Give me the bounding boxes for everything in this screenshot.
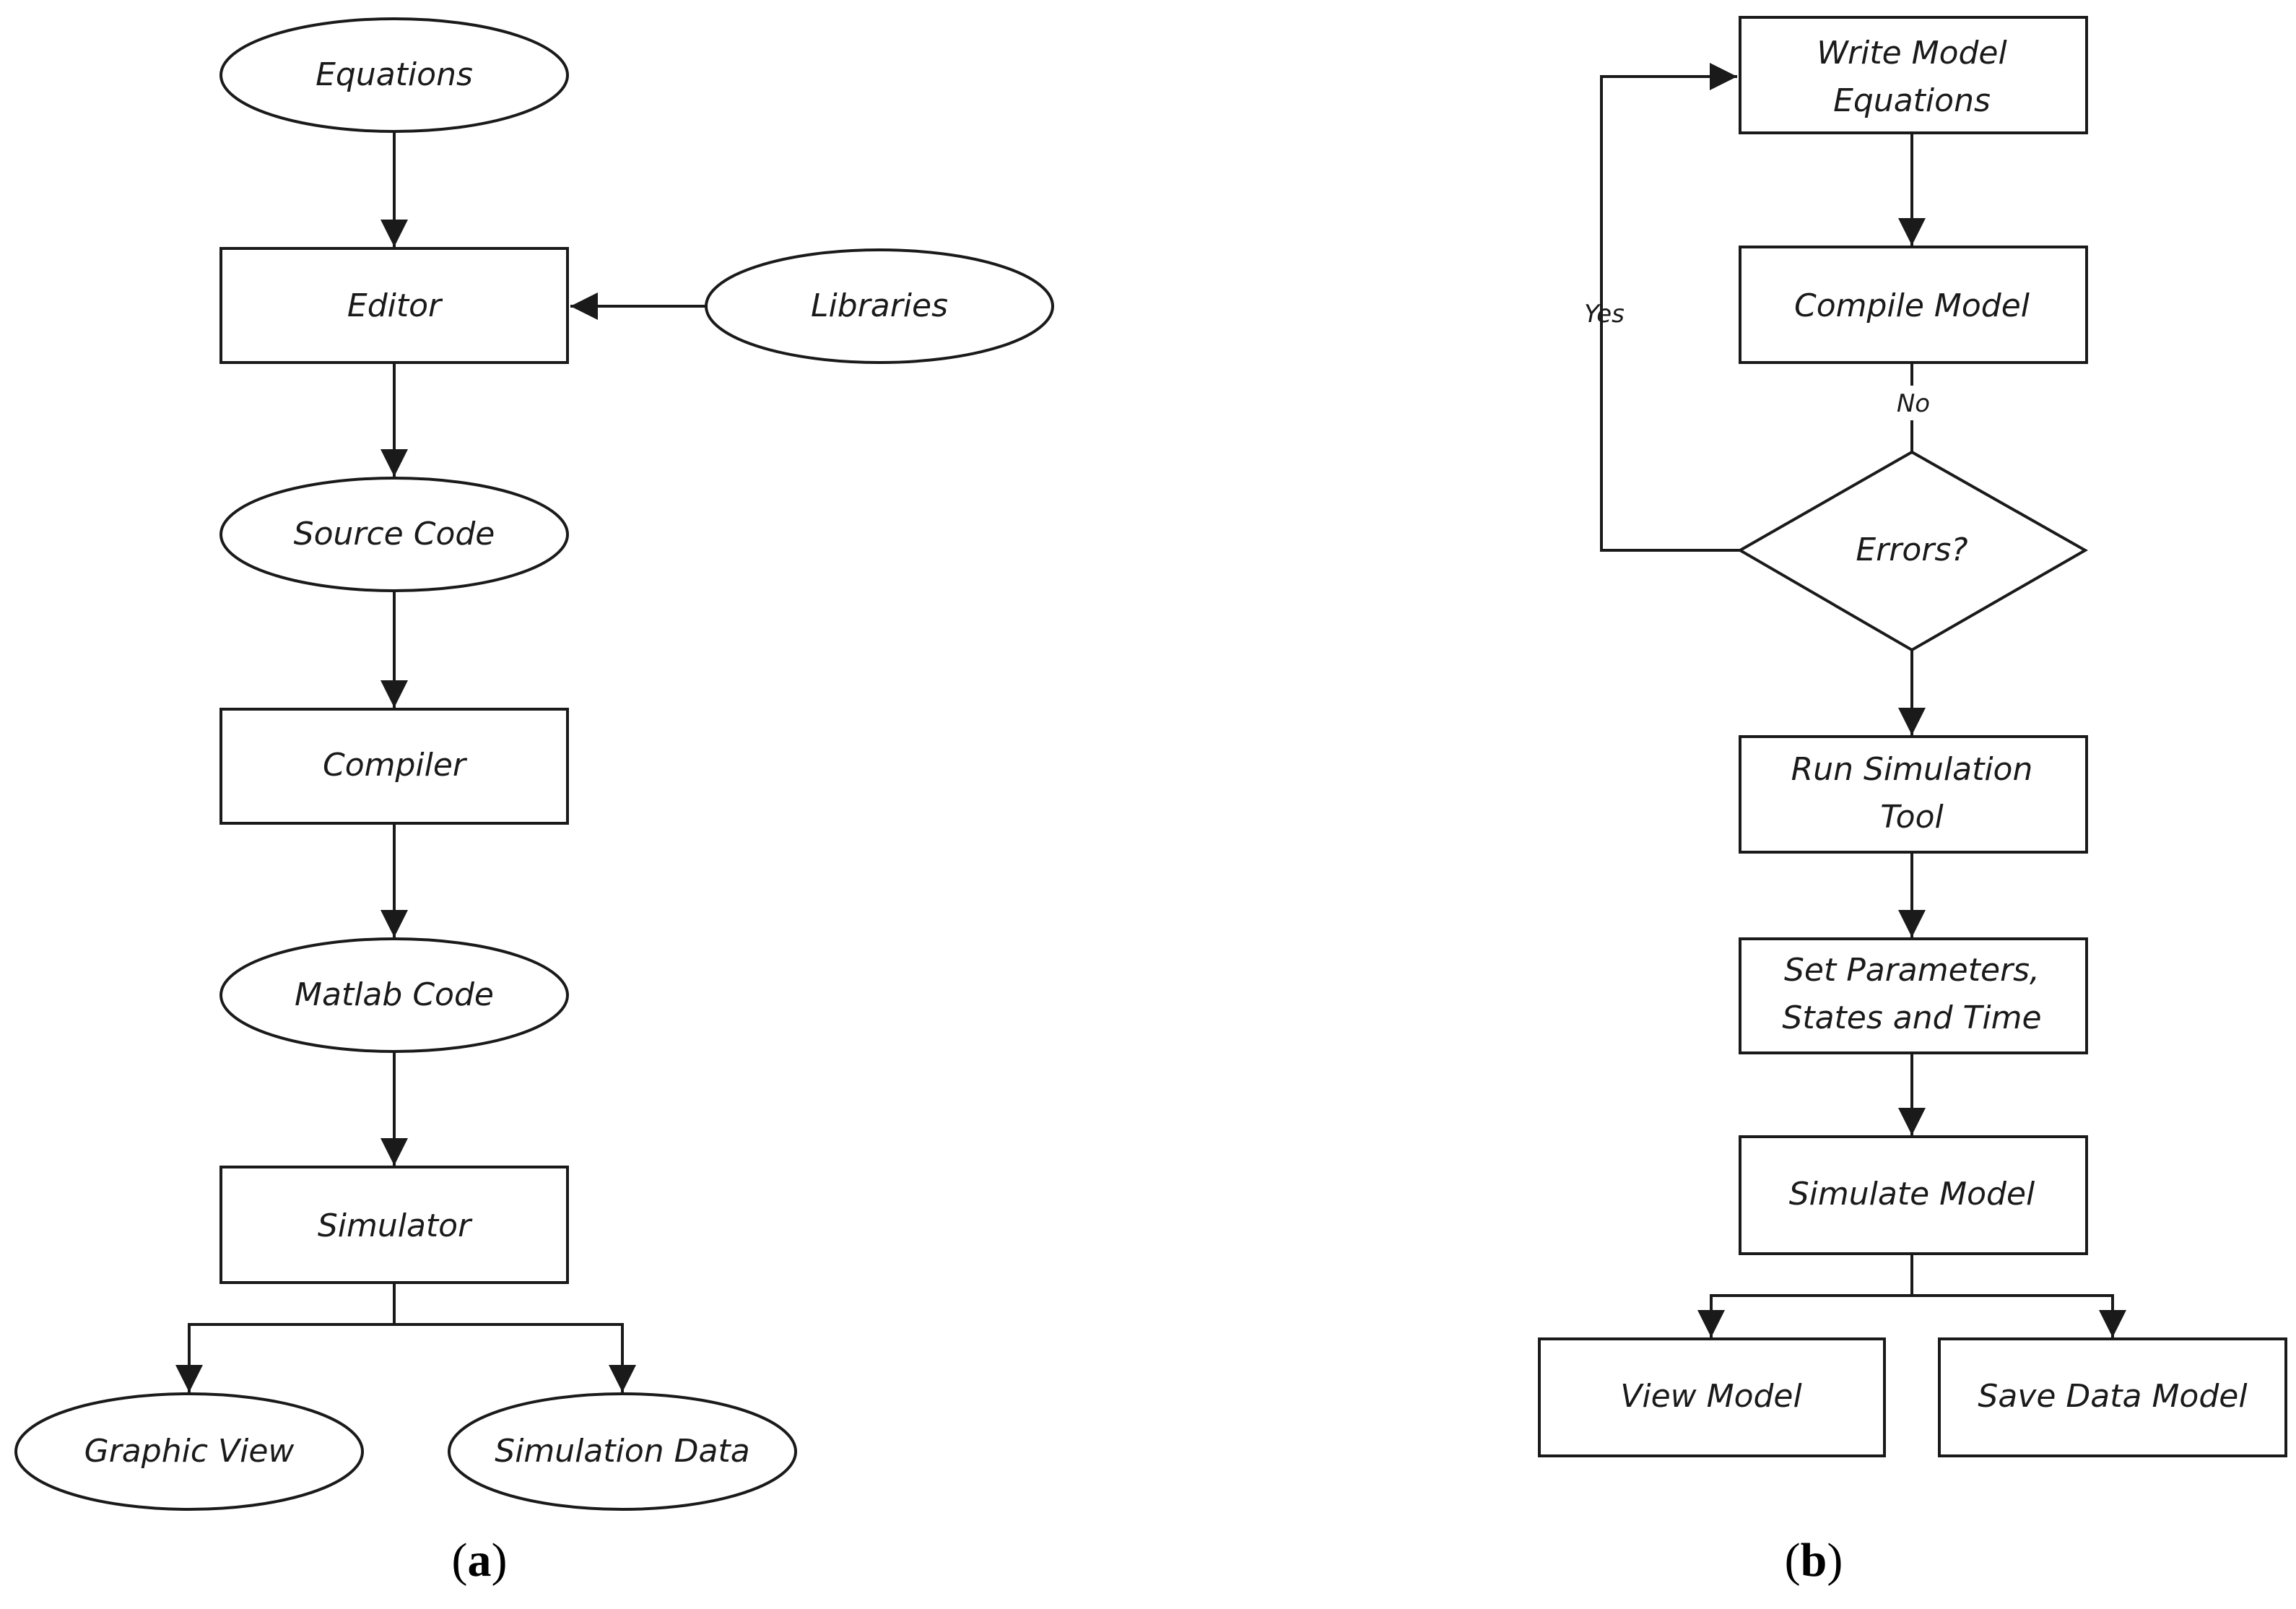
edge-simulator-to-graphic-view [175, 1283, 396, 1392]
node-errors-label: Errors? [1856, 532, 1967, 568]
edge-simulator-to-simulation-data [394, 1323, 636, 1392]
node-simulate-model: Simulate Model [1739, 1135, 2088, 1255]
node-write-model-label-1: Write Model [1817, 35, 2007, 71]
node-compile-model-label: Compile Model [1794, 287, 2030, 324]
node-compiler-label: Compiler [323, 747, 468, 784]
node-compile-model: Compile Model [1739, 246, 2088, 364]
edge-simulate-to-save-data [1912, 1294, 2126, 1337]
node-source-code: Source Code [219, 477, 569, 592]
node-libraries: Libraries [705, 248, 1054, 364]
node-simulator: Simulator [219, 1166, 569, 1284]
node-set-parameters-label-1: Set Parameters, [1784, 952, 2040, 989]
node-matlab-code-label: Matlab Code [295, 976, 494, 1013]
node-simulation-data: Simulation Data [448, 1392, 797, 1511]
node-view-model: View Model [1538, 1337, 1886, 1457]
node-graphic-view: Graphic View [14, 1392, 364, 1511]
node-compiler: Compiler [219, 708, 569, 825]
node-run-simulation-label-2: Tool [1880, 799, 1944, 836]
node-equations: Equations [219, 17, 569, 133]
panel-a: Equations Editor Libraries Source Code C… [14, 17, 1054, 1587]
caption-a: (a) [452, 1534, 508, 1587]
node-run-simulation-tool: Run Simulation Tool [1739, 735, 2088, 854]
node-editor-label: Editor [347, 287, 443, 324]
node-graphic-view-label: Graphic View [84, 1433, 295, 1470]
edge-label-no: No [1897, 389, 1930, 418]
node-write-model-equations: Write Model Equations [1739, 16, 2088, 134]
edge-label-yes: Yes [1584, 300, 1625, 329]
panel-b: Write Model Equations Compile Model Erro… [1538, 16, 2287, 1587]
node-equations-label: Equations [316, 56, 473, 93]
node-libraries-label: Libraries [811, 287, 948, 324]
node-view-model-label: View Model [1620, 1378, 1802, 1415]
node-editor: Editor [219, 247, 569, 364]
node-simulator-label: Simulator [318, 1207, 473, 1244]
node-simulation-data-label: Simulation Data [495, 1433, 749, 1470]
node-write-model-label-2: Equations [1833, 82, 1991, 119]
node-set-parameters-label-2: States and Time [1782, 999, 2041, 1036]
caption-b: (b) [1785, 1534, 1843, 1587]
node-source-code-label: Source Code [294, 516, 495, 552]
node-set-parameters: Set Parameters, States and Time [1739, 937, 2088, 1054]
node-save-data-model: Save Data Model [1938, 1337, 2287, 1457]
node-run-simulation-label-1: Run Simulation [1791, 751, 2033, 788]
node-simulate-model-label: Simulate Model [1789, 1176, 2035, 1213]
node-matlab-code: Matlab Code [219, 937, 569, 1053]
edge-errors-yes-loop [1600, 63, 1740, 552]
edge-simulate-to-view-model [1697, 1254, 1913, 1337]
edge-label-no-background [1892, 386, 1932, 420]
node-errors-decision: Errors? [1736, 450, 2089, 652]
node-save-data-model-label: Save Data Model [1978, 1378, 2248, 1415]
